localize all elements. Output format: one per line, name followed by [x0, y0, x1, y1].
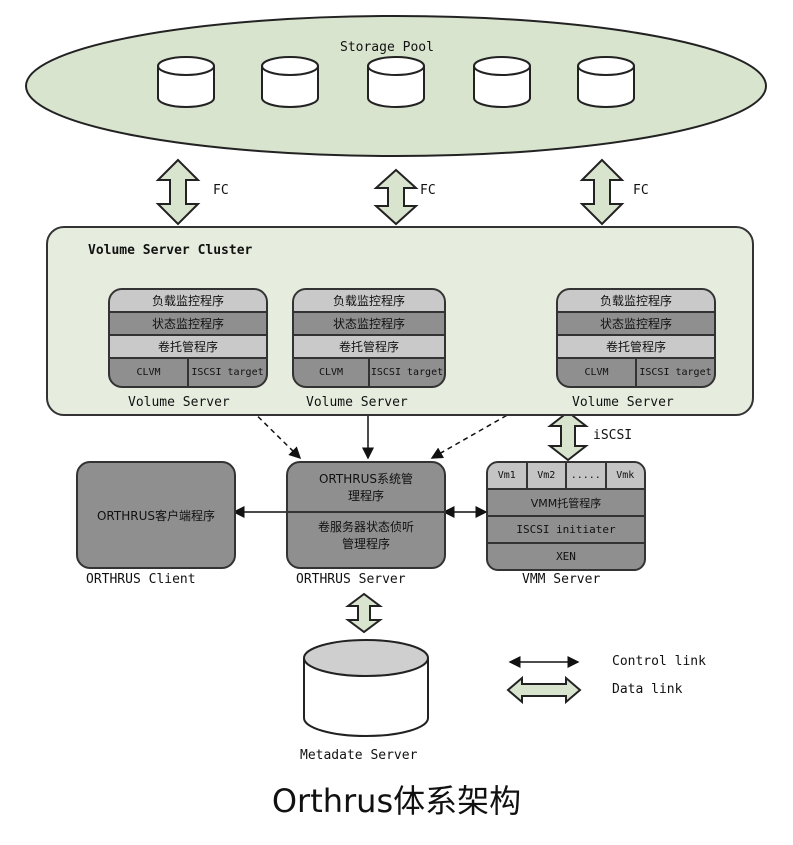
legend-data: Data link: [612, 682, 683, 697]
vs-clvm: CLVM: [558, 358, 637, 386]
client-label: ORTHRUS Client: [86, 572, 196, 587]
metadata-label: Metadate Server: [300, 748, 418, 763]
pool-disk: [261, 56, 319, 108]
metadata-arrow: [345, 592, 383, 634]
diagram-caption: Orthrus体系架构: [271, 782, 522, 820]
pool-disk: [157, 56, 215, 108]
vs-row: 卷托管程序: [110, 335, 266, 359]
server-listener-program: 卷服务器状态侦听管理程序: [317, 520, 414, 551]
fc-arrow: [579, 158, 625, 226]
server-mgmt-program: ORTHRUS系统管理程序: [318, 472, 413, 503]
vs-clvm: CLVM: [110, 358, 189, 386]
control-link: [430, 384, 562, 459]
cluster-label: Volume Server Cluster: [88, 243, 253, 258]
iscsi-initiater: ISCSI initiater: [488, 517, 644, 544]
vm-cell: Vmk: [606, 463, 644, 488]
vs-row: 状态监控程序: [294, 313, 444, 336]
client-program: ORTHRUS客户端程序: [96, 508, 215, 523]
vs-row: 负载监控程序: [558, 290, 714, 313]
volume-server-label: Volume Server: [306, 395, 408, 410]
vs-iscsi-target: ISCSI target: [370, 366, 444, 378]
vm-cell: .....: [567, 463, 607, 488]
fc-label: FC: [633, 183, 649, 198]
orthrus-client-box: ORTHRUS客户端程序: [76, 461, 236, 569]
pool-disk: [473, 56, 531, 108]
vs-clvm: CLVM: [294, 358, 370, 386]
fc-label: FC: [213, 183, 229, 198]
volume-server-label: Volume Server: [572, 395, 674, 410]
iscsi-label: iSCSI: [593, 428, 633, 443]
volume-server-label: Volume Server: [128, 395, 230, 410]
pool-disks: [157, 56, 635, 108]
fc-arrow: [155, 158, 201, 226]
vmm-host-program: VMM托管程序: [488, 490, 644, 517]
vs-row: 卷托管程序: [558, 335, 714, 359]
vs-row: 状态监控程序: [110, 313, 266, 336]
vs-iscsi-target: ISCSI target: [639, 366, 712, 378]
fc-label: FC: [420, 183, 436, 198]
pool-disk: [577, 56, 635, 108]
vs-iscsi-target: ISCSI target: [191, 366, 264, 378]
iscsi-arrow: [547, 410, 589, 462]
legend-data-arrow: [506, 675, 582, 705]
storage-pool-label: Storage Pool: [340, 40, 434, 55]
legend-control: Control link: [612, 654, 706, 669]
vs-row: 状态监控程序: [558, 313, 714, 336]
vmm-label: VMM Server: [522, 572, 601, 587]
orthrus-server-box: ORTHRUS系统管理程序 卷服务器状态侦听管理程序: [286, 461, 446, 569]
xen-layer: XEN: [556, 550, 576, 563]
vs-row: 负载监控程序: [110, 290, 266, 313]
vm-cell: Vm2: [527, 463, 567, 488]
fc-arrow: [373, 168, 419, 226]
pool-disk: [367, 56, 425, 108]
vm-cell: Vm1: [488, 463, 528, 488]
metadata-disk: [303, 639, 429, 737]
vs-row: 卷托管程序: [294, 335, 444, 359]
server-label: ORTHRUS Server: [296, 572, 406, 587]
vs-row: 负载监控程序: [294, 290, 444, 313]
vmm-server-box: Vm1 Vm2 ..... Vmk VMM托管程序 ISCSI initiate…: [486, 461, 646, 571]
